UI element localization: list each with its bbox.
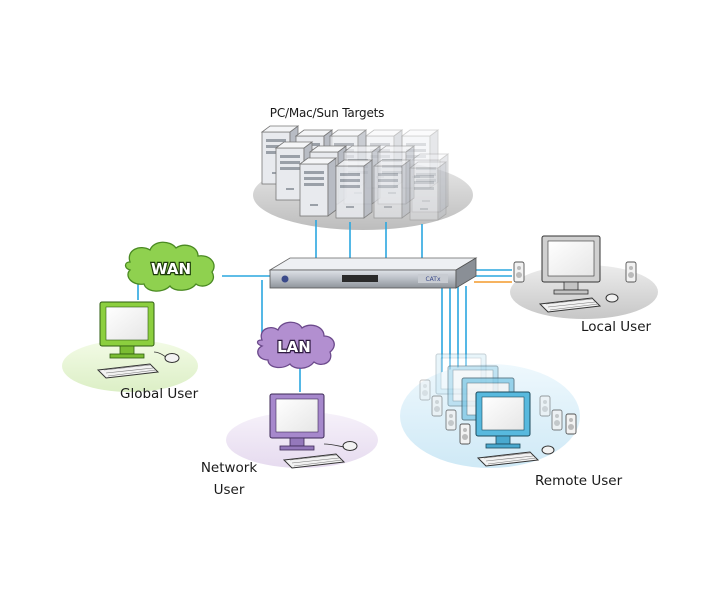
local-user-workstation: [513, 235, 637, 313]
network-user-label-line2: User: [213, 482, 245, 498]
global-user-workstation: [96, 301, 180, 379]
remote-user-workstations: [419, 353, 577, 467]
device-brand-label: CATx: [425, 276, 440, 283]
local-user-label: Local User: [581, 319, 652, 335]
wan-label: WAN: [151, 260, 191, 278]
wan-cloud: WAN: [124, 241, 215, 292]
remote-user-label: Remote User: [535, 473, 623, 489]
device-brand-plate: [418, 274, 448, 283]
lan-label: LAN: [277, 338, 311, 356]
network-user-label: Network User: [194, 457, 264, 501]
targets-label: PC/Mac/Sun Targets: [269, 106, 385, 120]
kvm-switch: CATx: [268, 257, 478, 289]
lan-cloud: LAN: [256, 321, 335, 369]
network-user-label-line1: Network: [200, 460, 258, 476]
global-user-label: Global User: [120, 386, 199, 402]
network-user-workstation: [269, 393, 358, 469]
